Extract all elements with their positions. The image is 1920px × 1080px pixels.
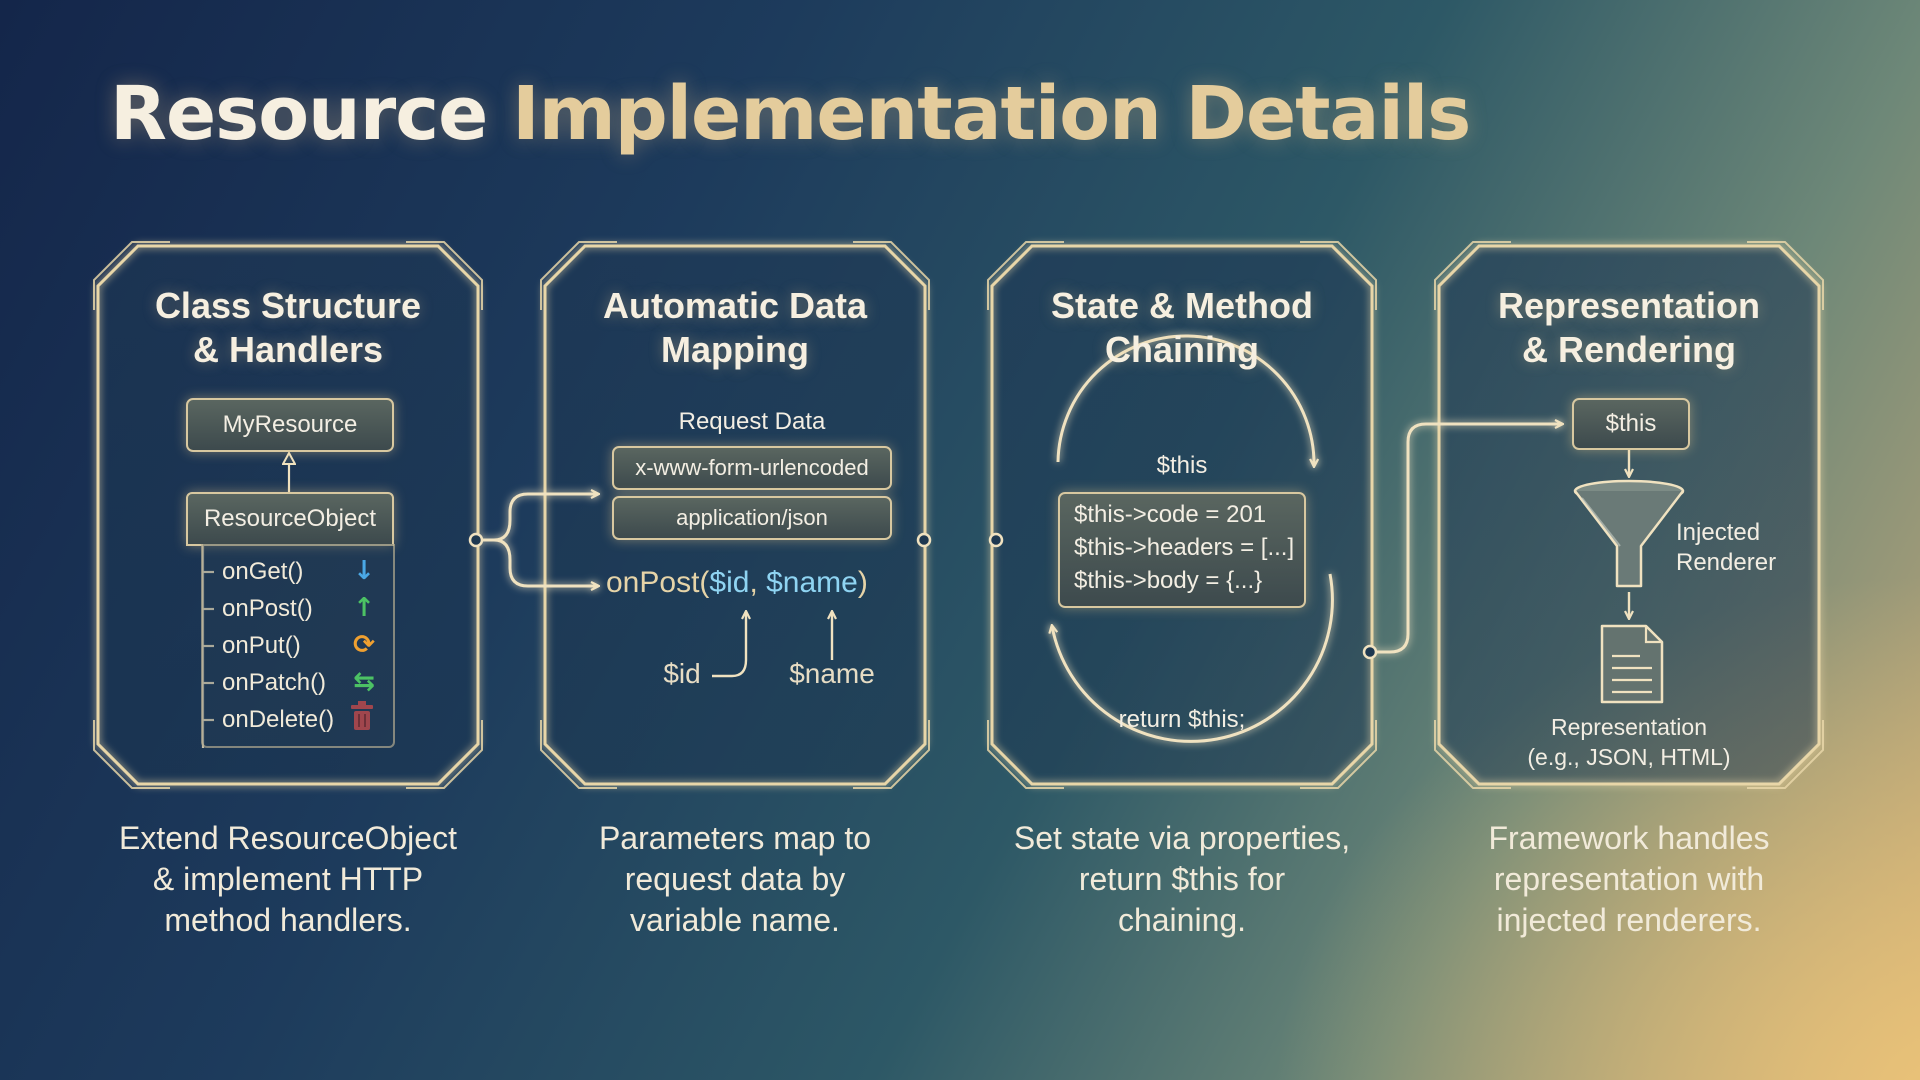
this-label: $this	[1132, 452, 1232, 480]
method-ondelete: onDelete()	[222, 706, 422, 734]
format-json-box: application/json	[612, 496, 892, 540]
var-id-label: $id	[652, 658, 712, 690]
connector-p2-p3	[918, 534, 1002, 546]
var-name-label: $name	[772, 658, 892, 690]
this-box: $this	[1572, 398, 1690, 450]
funnel-icon	[1575, 481, 1683, 586]
injected-renderer-label: Injected Renderer	[1676, 518, 1796, 578]
panel-2-caption: Parameters map to request data by variab…	[525, 818, 945, 941]
panel-1-title: Class Structure & Handlers	[98, 284, 478, 372]
refresh-icon: ⟳	[350, 630, 378, 660]
panel-3-title: State & Method Chaining	[992, 284, 1372, 372]
connector-p1-p2	[476, 494, 598, 586]
panel-3-caption: Set state via properties, return $this f…	[972, 818, 1392, 941]
resourceobject-box: ResourceObject	[186, 492, 394, 546]
panel-2-title: Automatic Data Mapping	[545, 284, 925, 372]
method-onget: onGet()	[222, 558, 422, 586]
myresource-box: MyResource	[186, 398, 394, 452]
representation-label: Representation (e.g., JSON, HTML)	[1509, 712, 1749, 772]
signature-separator: ,	[749, 566, 766, 599]
method-onput: onPut()	[222, 632, 422, 660]
arrow-down-icon: ↓	[350, 556, 378, 586]
state-code-box: $this->code = 201 $this->headers = [...]…	[1058, 492, 1306, 608]
onpost-signature: onPost($id, $name)	[606, 566, 906, 600]
request-data-label: Request Data	[612, 408, 892, 436]
code-line-status: $this->code = 201	[1074, 498, 1304, 531]
code-line-body: $this->body = {...}	[1074, 564, 1304, 597]
format-urlencoded-box: x-www-form-urlencoded	[612, 446, 892, 490]
return-this-label: return $this;	[1082, 706, 1282, 734]
signature-param-name: $name	[766, 566, 858, 599]
panel-1-caption: Extend ResourceObject & implement HTTP m…	[78, 818, 498, 941]
arrow-up-icon: ↑	[350, 593, 378, 623]
signature-fn: onPost(	[606, 566, 709, 599]
trash-icon	[350, 700, 376, 732]
code-line-headers: $this->headers = [...]	[1074, 531, 1304, 564]
document-icon	[1602, 626, 1662, 702]
signature-close: )	[858, 566, 868, 599]
method-onpatch: onPatch()	[222, 669, 422, 697]
method-onpost: onPost()	[222, 595, 422, 623]
signature-param-id: $id	[709, 566, 749, 599]
panel-4-caption: Framework handles representation with in…	[1419, 818, 1839, 941]
panel-4-title: Representation & Rendering	[1439, 284, 1819, 372]
connector-p3-p4	[1370, 424, 1562, 652]
swap-icon: ⇆	[350, 667, 378, 697]
id-pointer-arrow	[712, 612, 746, 676]
